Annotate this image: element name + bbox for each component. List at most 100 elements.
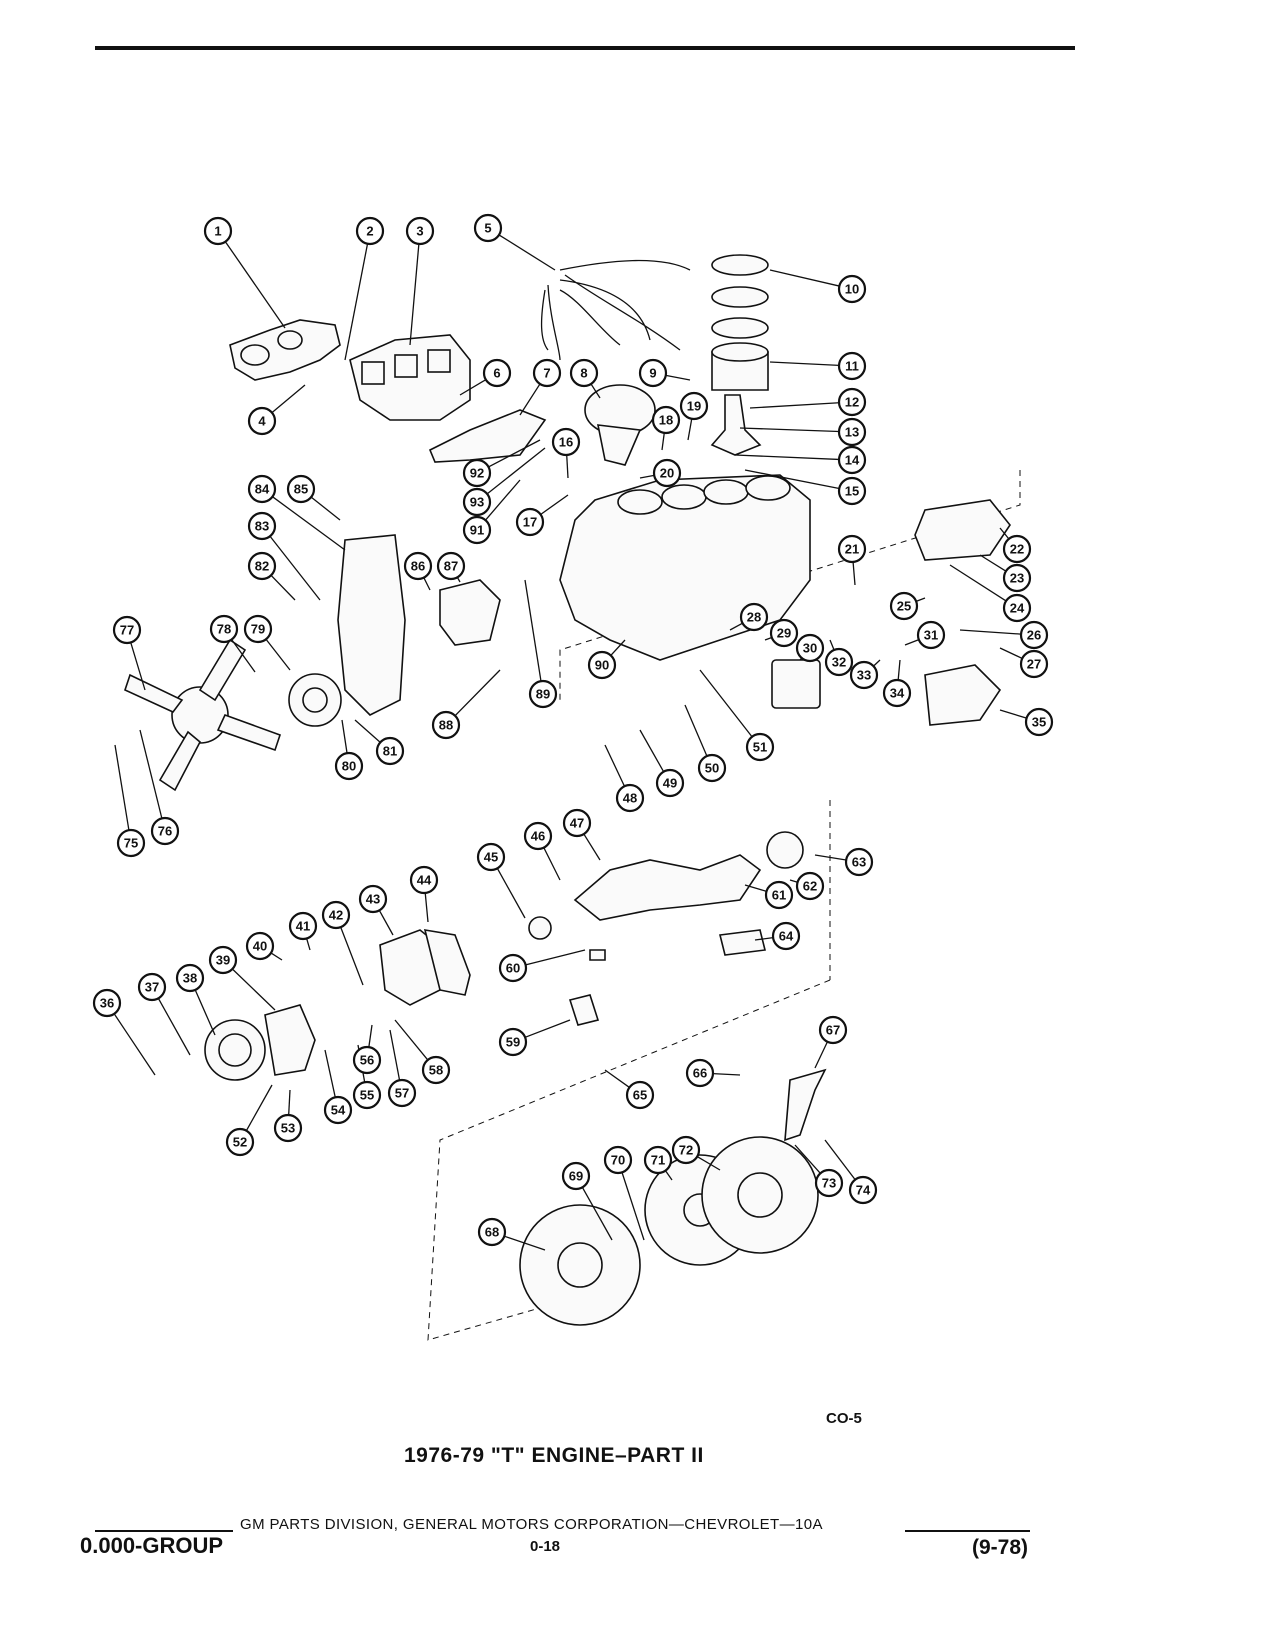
callout-number: 3 — [416, 224, 423, 239]
callout-55: 55 — [352, 1044, 382, 1110]
leader-line — [664, 1170, 673, 1181]
callout-circle — [247, 474, 277, 504]
callout-42: 42 — [321, 900, 364, 986]
fan-blade — [124, 673, 184, 713]
callout-number: 31 — [924, 628, 938, 643]
leader-line — [852, 561, 856, 586]
leader-line — [524, 579, 542, 682]
callout-number: 84 — [255, 482, 270, 497]
callout-53: 53 — [273, 1089, 303, 1143]
leader-line — [897, 659, 901, 681]
callout-number: 65 — [633, 1088, 647, 1103]
callout-10: 10 — [769, 269, 867, 304]
callout-number: 92 — [470, 466, 484, 481]
callout-circle — [288, 911, 318, 941]
callout-66: 66 — [685, 1058, 741, 1088]
callout-30: 30 — [795, 633, 825, 663]
callout-circle — [655, 768, 685, 798]
callout-6: 6 — [459, 358, 512, 396]
leader-line — [999, 527, 1010, 540]
damper-pulley-inner — [218, 1033, 252, 1067]
leader-line — [979, 554, 1007, 572]
leader-line — [459, 379, 487, 396]
callout-number: 75 — [124, 836, 138, 851]
callout-18: 18 — [651, 405, 681, 451]
callout-67: 67 — [814, 1015, 848, 1069]
callout-number: 56 — [360, 1053, 374, 1068]
callout-84: 84 — [247, 474, 346, 551]
callout-number: 66 — [693, 1066, 707, 1081]
callout-number: 90 — [595, 658, 609, 673]
callout-circle — [247, 406, 277, 436]
callout-circle — [1002, 563, 1032, 593]
callout-number: 36 — [100, 996, 114, 1011]
bracket — [784, 1068, 827, 1142]
callout-19: 19 — [679, 391, 709, 441]
callout-circle — [739, 602, 769, 632]
callout-80: 80 — [334, 719, 364, 781]
callout-14: 14 — [734, 445, 867, 475]
callout-number: 74 — [856, 1183, 871, 1198]
callout-circle — [247, 551, 277, 581]
page-number: 0-18 — [530, 1538, 561, 1555]
callout-circle — [1002, 593, 1032, 623]
callout-number: 89 — [536, 687, 550, 702]
callout-circle — [247, 511, 277, 541]
callout-number: 16 — [559, 435, 573, 450]
water-pump — [439, 579, 501, 646]
leader-line — [484, 479, 521, 521]
callout-number: 33 — [857, 668, 871, 683]
callout-73: 73 — [794, 1144, 844, 1198]
callout-72: 72 — [671, 1135, 721, 1171]
callout-number: 50 — [705, 761, 719, 776]
leader-line — [814, 854, 847, 861]
main-bearing-cap — [719, 929, 766, 956]
fan-blade — [216, 713, 282, 752]
callout-17: 17 — [515, 494, 569, 537]
callout-83: 83 — [247, 511, 321, 601]
callout-9: 9 — [638, 358, 691, 388]
callout-number: 2 — [366, 224, 373, 239]
leader-line — [959, 629, 1022, 635]
leader-line — [712, 1072, 741, 1076]
callout-circle — [837, 534, 867, 564]
callout-31: 31 — [904, 620, 946, 650]
leader-line — [378, 910, 394, 936]
leader-line — [130, 642, 146, 691]
callout-number: 62 — [803, 879, 817, 894]
callout-number: 80 — [342, 759, 356, 774]
callout-circle — [358, 884, 388, 914]
leader-line — [486, 447, 546, 495]
leader-line — [687, 418, 693, 441]
callout-circle — [375, 736, 405, 766]
callout-number: 43 — [366, 892, 380, 907]
callout-circle — [837, 351, 867, 381]
leader-line — [873, 659, 881, 667]
callout-circle — [175, 963, 205, 993]
callout-circle — [1002, 534, 1032, 564]
leader-line — [621, 1172, 645, 1241]
pressure-plate-center — [737, 1172, 783, 1218]
leader-line — [265, 638, 291, 671]
leader-line — [354, 719, 381, 743]
piston-ring — [711, 286, 769, 308]
callout-15: 15 — [744, 469, 867, 506]
leader-line — [699, 669, 753, 738]
leader-line — [368, 1024, 373, 1048]
footer-rule-right — [905, 1530, 1030, 1532]
callout-91: 91 — [462, 479, 521, 545]
callout-circle — [286, 474, 316, 504]
leader-line — [525, 949, 586, 966]
callout-57: 57 — [387, 1029, 417, 1108]
leader-line — [245, 1084, 273, 1131]
leader-line — [231, 639, 256, 673]
callout-number: 39 — [216, 953, 230, 968]
callout-circle — [116, 828, 146, 858]
leader-line — [306, 938, 311, 951]
leader-line — [904, 639, 920, 646]
callout-circle — [243, 614, 273, 644]
callout-number: 93 — [470, 495, 484, 510]
leader-line — [270, 574, 296, 601]
callout-number: 4 — [258, 414, 266, 429]
leader-line — [949, 564, 1007, 602]
